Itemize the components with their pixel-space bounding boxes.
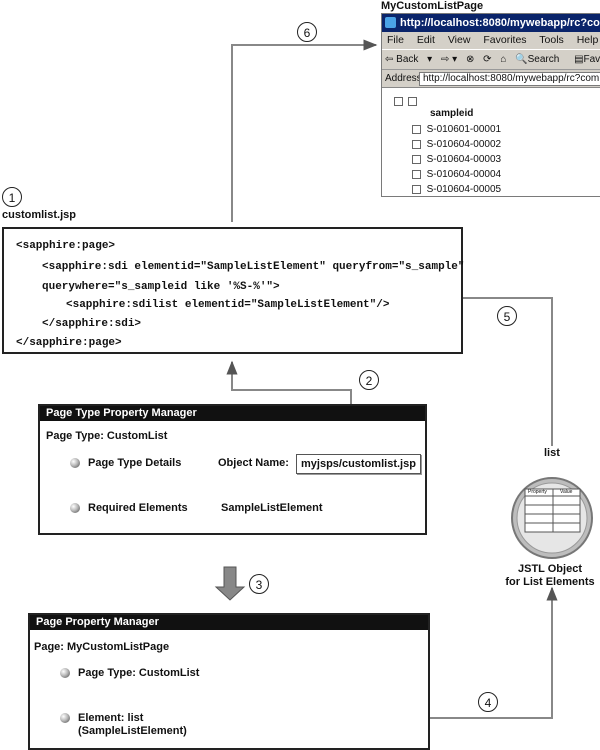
panel-header: Page Type Property Manager bbox=[40, 406, 425, 421]
page-type-details-item[interactable]: Page Type Details bbox=[88, 457, 182, 469]
back-button[interactable]: ⇦ Back ▾ bbox=[385, 54, 433, 65]
page-property-manager: Page Property Manager bbox=[28, 613, 430, 750]
refresh-icon[interactable]: ⟳ bbox=[483, 54, 492, 65]
browser-toolbar: ⇦ Back ▾ ⇨ ▾ ⊗ ⟳ ⌂ 🔍Search ▤Favorite bbox=[382, 50, 600, 70]
jstl-list-label: list bbox=[544, 447, 560, 459]
stop-icon[interactable]: ⊗ bbox=[465, 54, 475, 65]
favorites-label: Favorite bbox=[583, 54, 600, 65]
code-line: <sapphire:sdi elementid="SampleListEleme… bbox=[42, 261, 465, 273]
down-arrow-icon bbox=[214, 566, 246, 601]
step-5-badge: 5 bbox=[497, 306, 517, 326]
menu-favorites[interactable]: Favorites bbox=[483, 34, 527, 46]
step-3-badge: 3 bbox=[249, 574, 269, 594]
step-4-badge: 4 bbox=[478, 692, 498, 712]
address-input[interactable]: http://localhost:8080/mywebapp/rc?com bbox=[419, 72, 600, 86]
element-sub-label: (SampleListElement) bbox=[78, 725, 187, 737]
home-icon[interactable]: ⌂ bbox=[500, 54, 507, 65]
ie-icon bbox=[385, 17, 396, 28]
menu-help[interactable]: Help bbox=[576, 34, 599, 46]
menu-bar: File Edit View Favorites Tools Help bbox=[382, 32, 600, 50]
jstl-table-header-value: Value bbox=[560, 489, 573, 495]
row-value: S-010604-00005 bbox=[426, 184, 502, 195]
code-line: querywhere="s_sampleid like '%S-%'"> bbox=[42, 281, 280, 293]
node-bullet-icon bbox=[70, 503, 80, 513]
jstl-caption-line1: JSTL Object bbox=[518, 563, 582, 575]
jstl-table-header-property: Property bbox=[528, 489, 547, 495]
arrow-6 bbox=[231, 39, 378, 222]
table-row[interactable]: S-010604-00002 bbox=[412, 139, 501, 150]
address-bar: Address http://localhost:8080/mywebapp/r… bbox=[382, 70, 600, 88]
panel-header: Page Property Manager bbox=[30, 615, 428, 630]
column-header-sampleid[interactable]: sampleid bbox=[430, 108, 474, 119]
table-row[interactable]: S-010604-00004 bbox=[412, 169, 501, 180]
browser-window: http://localhost:8080/mywebapp/rc?comma … bbox=[381, 13, 600, 197]
page-type-label: Page Type: CustomList bbox=[46, 430, 168, 442]
code-line: </sapphire:sdi> bbox=[42, 318, 142, 330]
code-line: <sapphire:page> bbox=[16, 240, 116, 252]
forward-button[interactable]: ⇨ ▾ bbox=[441, 54, 458, 65]
table-row[interactable]: S-010601-00001 bbox=[412, 124, 501, 135]
object-name-label: Object Name: bbox=[218, 457, 289, 469]
page-label: Page: MyCustomListPage bbox=[34, 641, 170, 653]
favorites-button[interactable]: ▤Favorite bbox=[574, 54, 600, 65]
select-all-checkbox[interactable] bbox=[394, 96, 403, 107]
jstl-caption: JSTL Object for List Elements bbox=[500, 563, 600, 589]
menu-tools[interactable]: Tools bbox=[539, 34, 564, 46]
table-row[interactable]: S-010604-00003 bbox=[412, 154, 501, 165]
menu-view[interactable]: View bbox=[447, 34, 471, 46]
step-6-badge: 6 bbox=[297, 22, 317, 42]
code-box: <sapphire:page> <sapphire:sdi elementid=… bbox=[2, 227, 465, 354]
node-bullet-icon bbox=[70, 458, 80, 468]
menu-file[interactable]: File bbox=[387, 34, 404, 46]
jstl-caption-line2: for List Elements bbox=[505, 576, 595, 588]
page-type-item[interactable]: Page Type: CustomList bbox=[78, 667, 200, 679]
browser-titlebar: http://localhost:8080/mywebapp/rc?comma bbox=[382, 14, 600, 32]
required-elements-item[interactable]: Required Elements bbox=[88, 502, 188, 514]
node-bullet-icon bbox=[60, 713, 70, 723]
object-name-field[interactable]: myjsps/customlist.jsp bbox=[296, 454, 421, 474]
menu-edit[interactable]: Edit bbox=[416, 34, 435, 46]
step-2-badge: 2 bbox=[359, 370, 379, 390]
code-line: </sapphire:page> bbox=[16, 337, 122, 349]
node-bullet-icon bbox=[60, 668, 70, 678]
collapse-toggle[interactable] bbox=[408, 96, 417, 107]
row-value: S-010601-00001 bbox=[426, 124, 502, 135]
code-line: <sapphire:sdilist elementid="SampleListE… bbox=[66, 299, 390, 311]
address-label: Address bbox=[385, 73, 422, 84]
row-value: S-010604-00004 bbox=[426, 169, 502, 180]
table-row[interactable]: S-010604-00005 bbox=[412, 184, 501, 195]
browser-page-title: MyCustomListPage bbox=[381, 0, 484, 12]
search-label: Search bbox=[527, 54, 560, 65]
row-value: S-010604-00002 bbox=[426, 139, 502, 150]
required-element-value: SampleListElement bbox=[221, 502, 323, 514]
titlebar-url: http://localhost:8080/mywebapp/rc?comma bbox=[400, 17, 600, 29]
file-label: customlist.jsp bbox=[2, 209, 76, 221]
row-value: S-010604-00003 bbox=[426, 154, 502, 165]
search-button[interactable]: 🔍Search bbox=[515, 54, 560, 65]
back-label: Back bbox=[396, 54, 419, 65]
step-1-badge: 1 bbox=[2, 187, 22, 207]
element-list-item[interactable]: Element: list bbox=[78, 712, 144, 724]
